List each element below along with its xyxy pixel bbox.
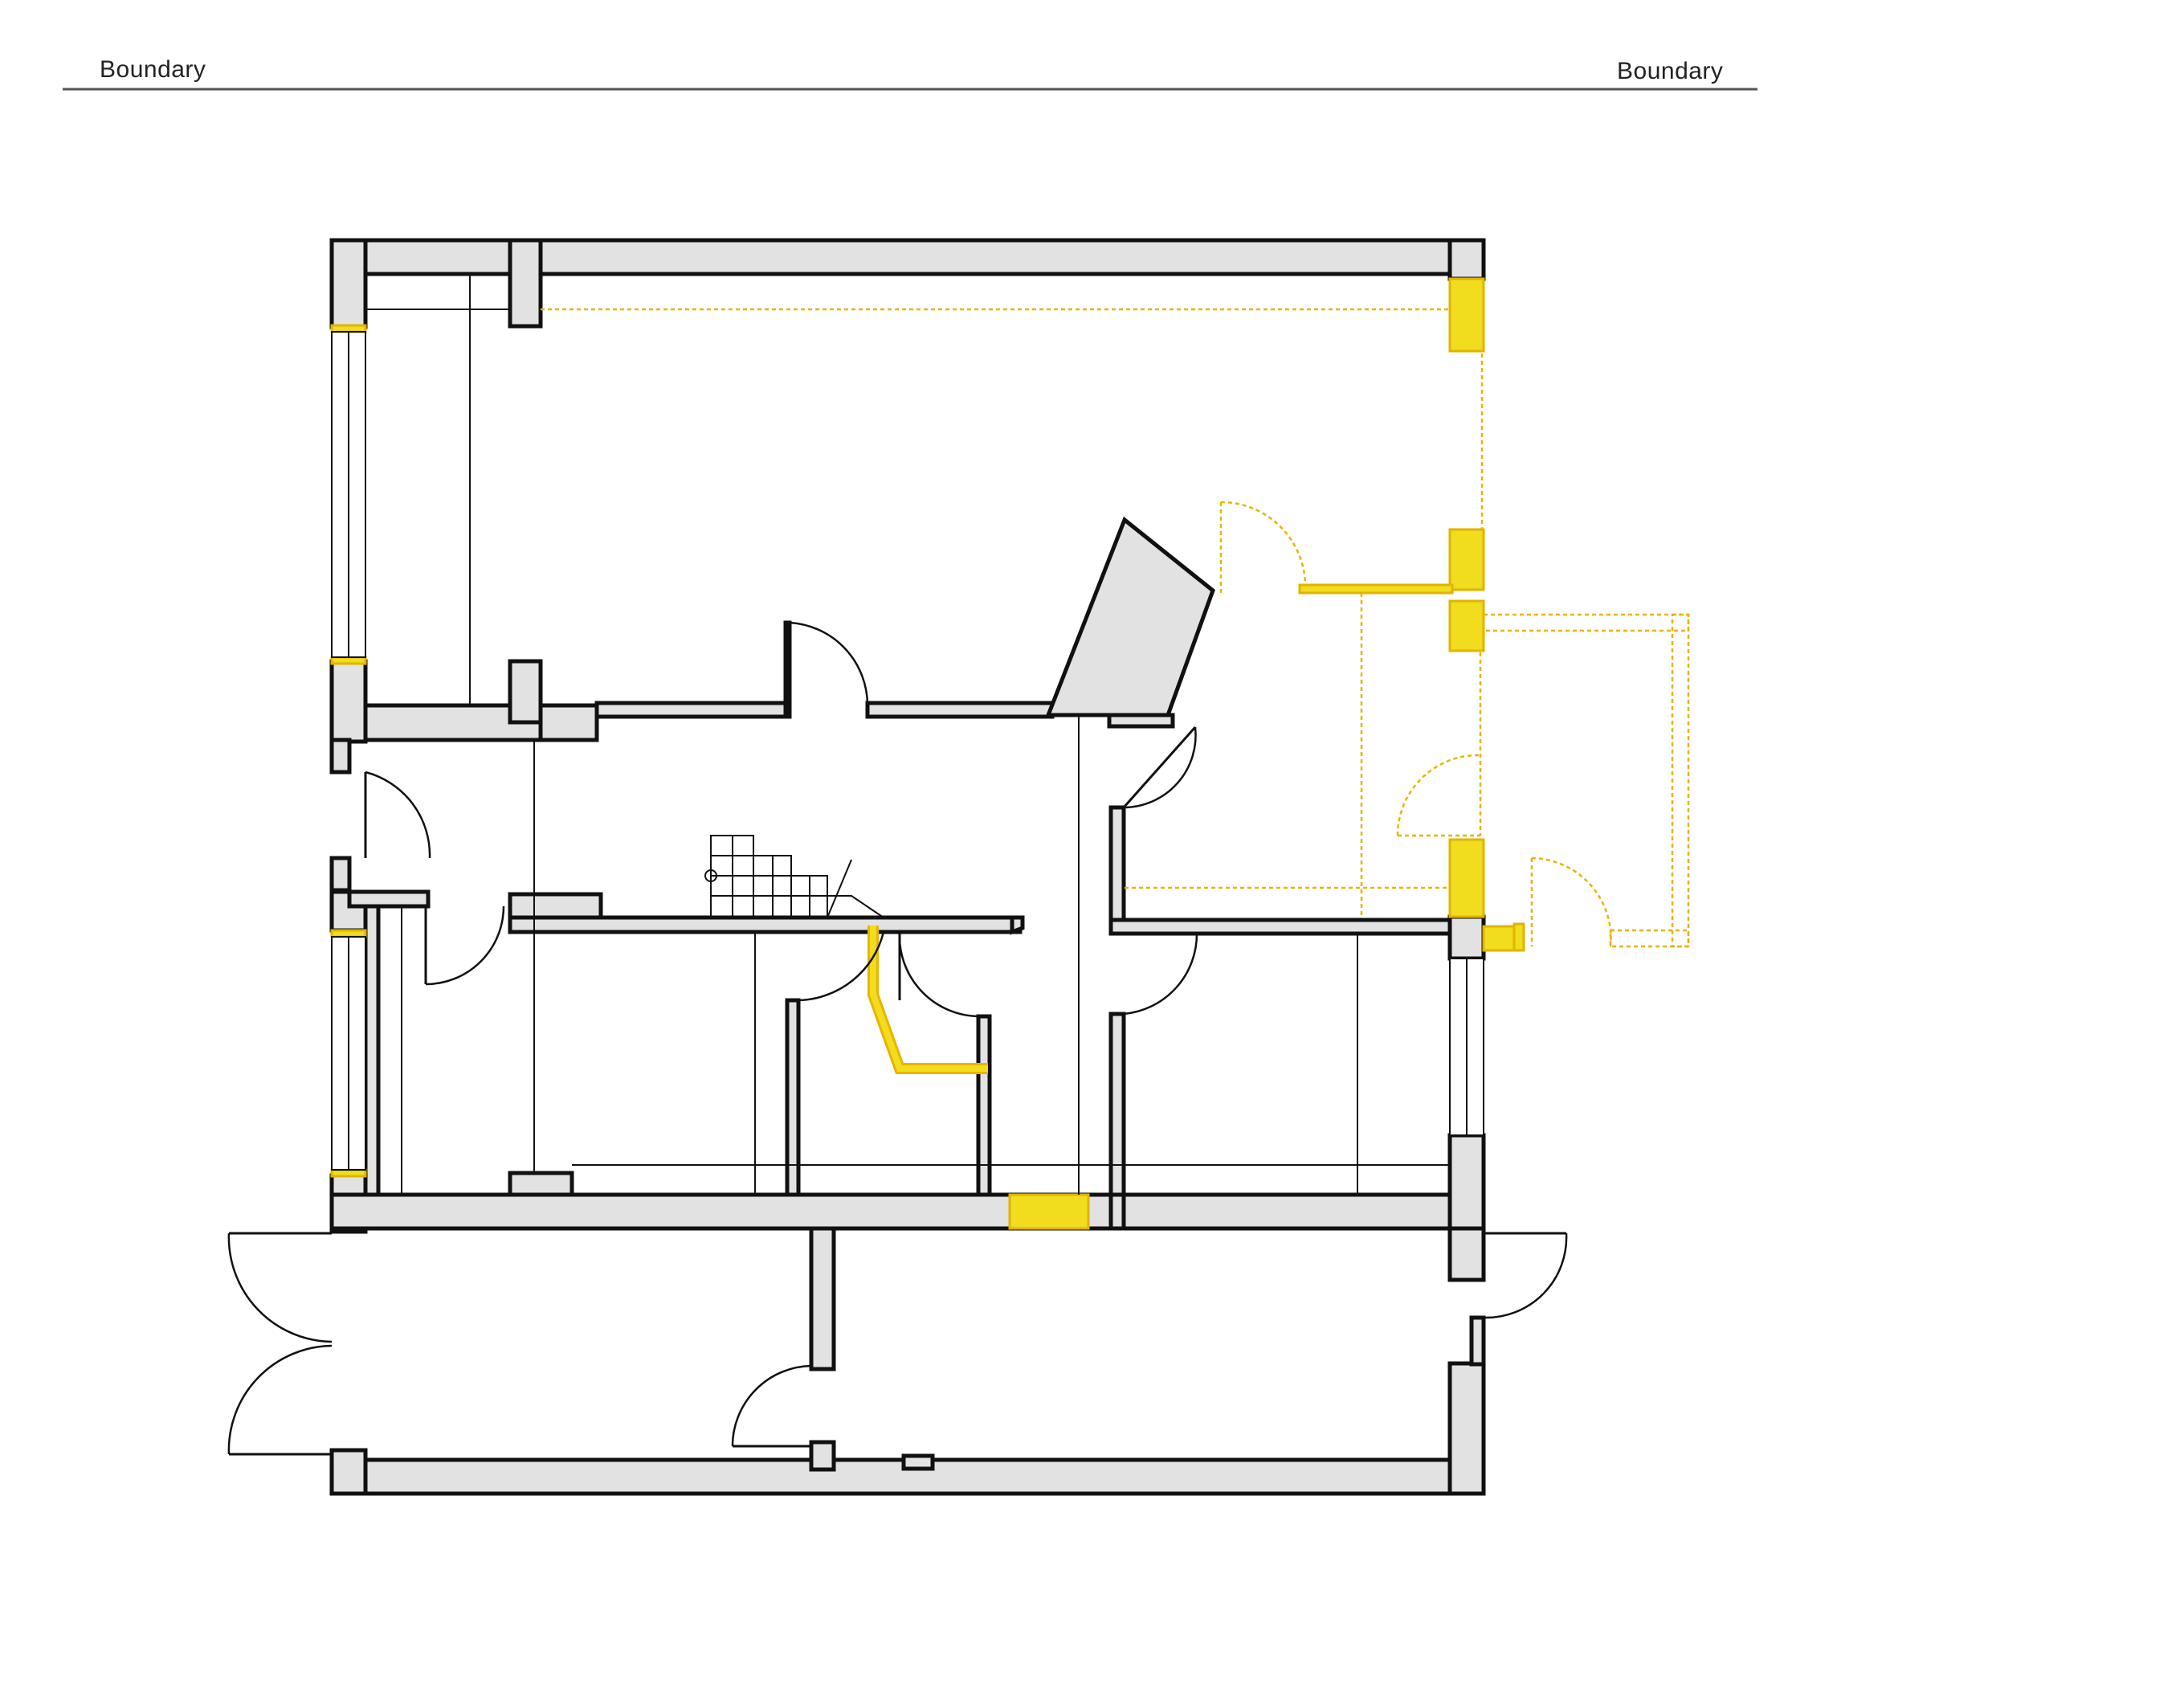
- exterior-walls: [329, 238, 1486, 1496]
- proposed-works: [330, 277, 1690, 1230]
- door-swing-icon: [1483, 1232, 1568, 1319]
- windows: [331, 331, 1484, 1171]
- door-swing-icon: [364, 770, 431, 859]
- staircase-icon: [704, 835, 884, 918]
- boundary-label-left: Boundary: [100, 56, 206, 83]
- door-swing-icon: [227, 1232, 333, 1456]
- door-swing-icon: [424, 905, 505, 986]
- door-swing-icon: [798, 931, 901, 1002]
- door-swing-icon: [1123, 932, 1198, 1016]
- door-swing-icon: [1219, 501, 1307, 593]
- door-swing-icon: [1530, 856, 1612, 947]
- door-swing-icon: [1396, 754, 1481, 837]
- doors: [227, 501, 1612, 1456]
- door-swing-icon: [898, 931, 979, 1018]
- interior-walls: [329, 238, 1452, 1231]
- door-swing-icon: [731, 1364, 812, 1448]
- dimension-lines: [365, 274, 1450, 1195]
- door-swing-icon: [1122, 726, 1197, 809]
- boundary-label-right: Boundary: [1617, 58, 1724, 84]
- door-swing-icon: [788, 621, 869, 706]
